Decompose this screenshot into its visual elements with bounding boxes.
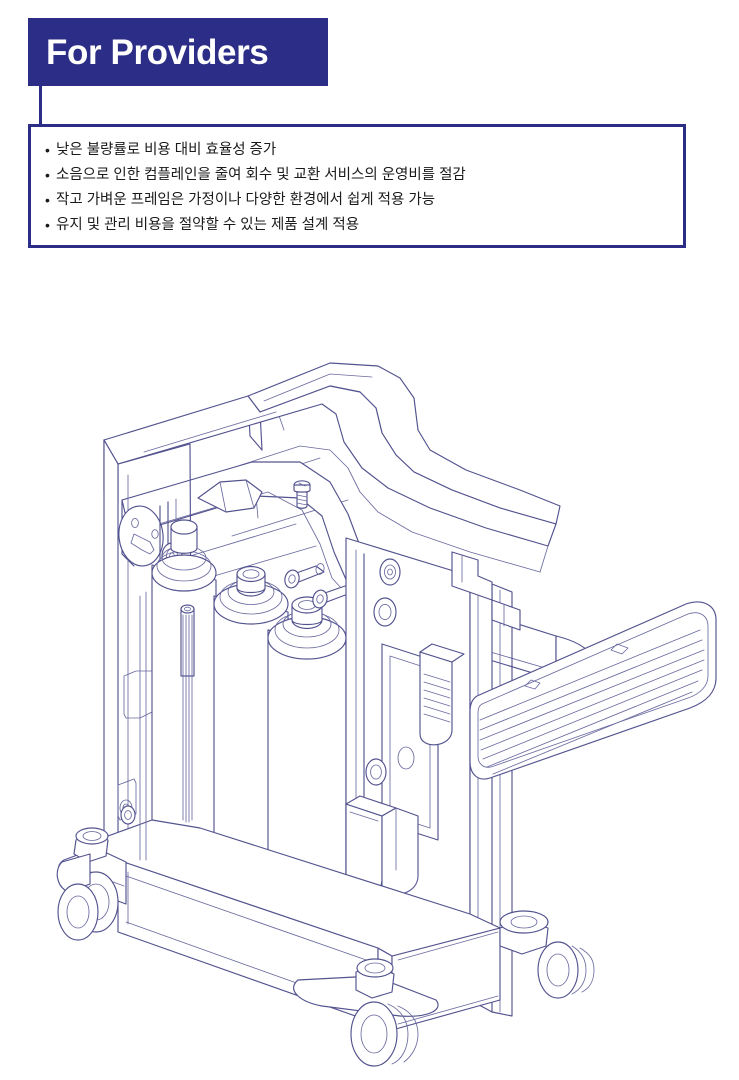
- caster-wheel-side: [56, 853, 99, 941]
- fastener-body-lower: [365, 758, 387, 786]
- bullet-dot-icon: [45, 138, 56, 163]
- page-title-banner: For Providers: [28, 18, 328, 86]
- left-side-panel: [103, 439, 193, 871]
- caster-wheel-front-left: [293, 958, 439, 1067]
- benefits-list: 낮은 불량률로 비용 대비 효율성 증가 소음으로 인한 컴플레인을 줄여 회수…: [45, 138, 683, 238]
- benefit-text: 유지 및 관리 비용을 절약할 수 있는 제품 설계 적용: [56, 217, 360, 233]
- canister-cap-right: [274, 596, 340, 649]
- circular-port-plate: [118, 505, 164, 567]
- filter-canister-left: [151, 519, 217, 899]
- benefits-box: 낮은 불량률로 비용 대비 효율성 증가 소음으로 인한 컴플레인을 줄여 회수…: [28, 124, 686, 248]
- benefit-text: 낮은 불량률로 비용 대비 효율성 증가: [56, 142, 277, 158]
- product-illustration: [0, 300, 739, 1080]
- body-pulley-lower: [373, 597, 397, 627]
- bullet-dot-icon: [45, 163, 56, 188]
- banner-to-box-connector-line: [39, 86, 42, 126]
- screw-fastener: [293, 480, 311, 509]
- side-vent-grille: [469, 601, 717, 780]
- tube-fitting-upper: [284, 563, 325, 589]
- canister-cap-center: [219, 565, 283, 615]
- rear-stepped-bracket: [451, 551, 521, 631]
- bullet-dot-icon: [45, 188, 56, 213]
- fastener-left-lower: [120, 805, 136, 825]
- page-title: For Providers: [46, 32, 269, 72]
- curved-top-cover: [103, 362, 561, 573]
- benefit-text: 소음으로 인한 컴플레인을 줄여 회수 및 교환 서비스의 운영비를 절감: [56, 167, 466, 183]
- list-item: 작고 가벼운 프레임은 가정이나 다양한 환경에서 쉽게 적용 가능: [45, 188, 683, 213]
- list-item: 유지 및 관리 비용을 절약할 수 있는 제품 설계 적용: [45, 213, 683, 238]
- caster-wheel-front-right: [499, 910, 595, 999]
- benefit-text: 작고 가벼운 프레임은 가정이나 다양한 환경에서 쉽게 적용 가능: [56, 192, 436, 208]
- canister-cap-left: [156, 519, 212, 582]
- canister-stem-left: [180, 604, 195, 823]
- list-item: 소음으로 인한 컴플레인을 줄여 회수 및 교환 서비스의 운영비를 절감: [45, 163, 683, 188]
- list-item: 낮은 불량률로 비용 대비 효율성 증가: [45, 138, 683, 163]
- inner-vent-fins: [419, 643, 465, 746]
- machine-line-art-svg: [56, 362, 717, 1067]
- body-pulley-upper: [379, 558, 401, 586]
- bullet-dot-icon: [45, 213, 56, 238]
